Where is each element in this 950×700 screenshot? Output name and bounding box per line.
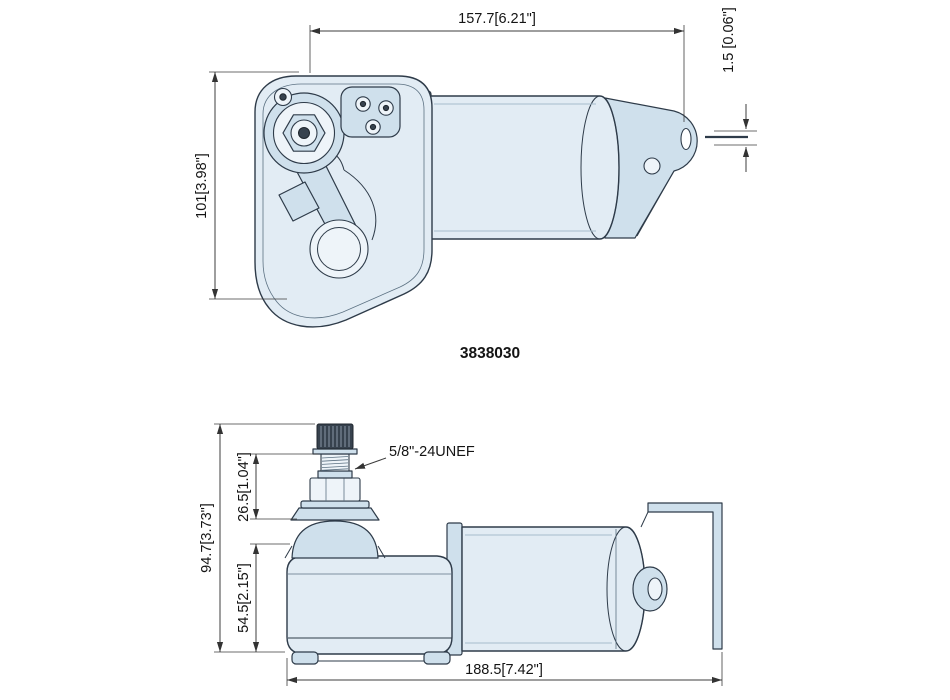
mounting-bracket-top	[604, 97, 698, 239]
dim-width-label: 157.7[6.21"]	[458, 11, 536, 27]
threaded-shaft	[320, 453, 350, 472]
lower-bearing	[309, 219, 369, 279]
dim-offset-label: 1.5 [0.06"]	[721, 7, 737, 73]
shaft-neck	[317, 470, 353, 479]
motor-body-side	[446, 522, 668, 656]
dimension-overall-length: 188.5[7.42"]	[286, 652, 723, 686]
dim-lower-height-label: 54.5[2.15"]	[236, 563, 252, 633]
rubber-boot	[278, 181, 320, 222]
thread-label: 5/8"-24UNEF	[389, 444, 475, 460]
dim-overall-height-label: 94.7[3.73"]	[199, 503, 215, 573]
dimension-width: 157.7[6.21"]	[309, 11, 685, 122]
mounting-bracket-side	[640, 502, 723, 650]
connector-block	[340, 86, 401, 138]
dimension-offset: 1.5 [0.06"]	[714, 7, 757, 172]
gearbox-housing-side	[284, 520, 453, 665]
dimension-overall-height: 94.7[3.73"]	[199, 423, 315, 653]
left-foot	[291, 651, 319, 665]
bracket-slot-hole	[680, 127, 692, 151]
flange-washer	[300, 500, 370, 509]
housing-screw	[273, 87, 293, 107]
output-shaft-boss	[263, 92, 345, 174]
part-number: 3838030	[460, 345, 520, 362]
hex-nut	[309, 477, 361, 502]
thread-callout: 5/8"-24UNEF	[354, 444, 475, 470]
side-view: 5/8"-24UNEF 94.7[3.73"] 26.5[1.04"] 54.5…	[199, 423, 723, 686]
top-view: 157.7[6.21"] 101[3.98"] 1.5 [0.06"]	[194, 7, 757, 328]
mounting-flange	[290, 507, 380, 521]
knurled-cap	[316, 423, 354, 450]
dim-shaft-height-label: 26.5[1.04"]	[236, 452, 252, 522]
bell-dome	[291, 520, 379, 559]
cap-flange	[312, 448, 358, 455]
gearbox-housing-top	[254, 75, 433, 328]
dimension-lower-height: 54.5[2.15"]	[236, 543, 290, 652]
dimension-height: 101[3.98"]	[194, 71, 299, 300]
output-shaft-stack	[290, 423, 380, 521]
dimension-shaft-height: 26.5[1.04"]	[236, 452, 318, 522]
right-foot	[423, 651, 451, 665]
dim-overall-length-label: 188.5[7.42"]	[465, 662, 543, 678]
bracket-round-hole	[643, 157, 661, 175]
dim-height-label: 101[3.98"]	[194, 153, 210, 219]
motor-body-top	[412, 90, 620, 246]
